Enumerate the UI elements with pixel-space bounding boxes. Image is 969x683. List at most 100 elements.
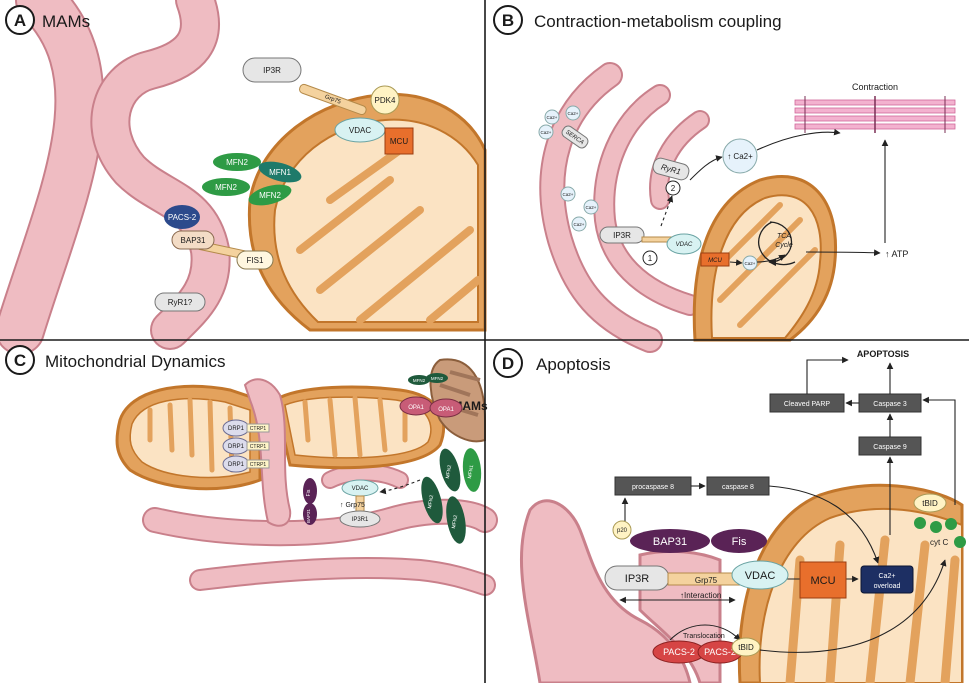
contraction-label: Contraction (852, 82, 898, 92)
svg-text:cyt C: cyt C (930, 538, 948, 547)
svg-text:DRP1: DRP1 (228, 426, 245, 432)
ca-matrix-b: Ca2+ (742, 255, 758, 271)
mitochondrion-b (692, 175, 838, 342)
arrows-d (619, 356, 956, 653)
panel-a-header: A MAMs (5, 5, 90, 35)
svg-text:BAP31: BAP31 (306, 509, 311, 524)
svg-text:MCU: MCU (390, 137, 408, 146)
svg-text:PDK4: PDK4 (375, 96, 396, 105)
svg-text:Cycle: Cycle (775, 242, 793, 249)
svg-text:OPA1: OPA1 (408, 405, 424, 411)
svg-text:2: 2 (671, 184, 676, 193)
svg-text:IP3R: IP3R (625, 573, 650, 585)
bap31-d: BAP31 Fis (630, 529, 767, 553)
svg-text:1: 1 (648, 254, 653, 263)
svg-text:VDAC: VDAC (745, 570, 776, 582)
svg-text:CTRP1: CTRP1 (250, 462, 267, 468)
vdac-a: VDAC (334, 117, 386, 143)
svg-text:DRP1: DRP1 (228, 462, 245, 468)
grp75-a: Grp75 (299, 83, 367, 116)
bap31-fis1-a: BAP31 FIS1 (171, 230, 274, 270)
svg-text:PACS-2: PACS-2 (663, 647, 695, 657)
svg-text:Caspase 9: Caspase 9 (873, 444, 907, 451)
svg-text:Ca2+: Ca2+ (547, 115, 558, 120)
ryr1-b: RyR1 (652, 157, 690, 181)
svg-text:A: A (14, 11, 26, 30)
svg-text:Cleaved PARP: Cleaved PARP (784, 401, 831, 408)
panel-c-header: C Mitochondrial Dynamics (5, 345, 225, 375)
svg-text:Ca2+: Ca2+ (586, 205, 597, 210)
mcu-a: MCU (384, 127, 414, 155)
vdac-c: VDAC ↑ Grp75 IP3R1 (339, 479, 381, 528)
opa1-c: OPA1 OPA1 (399, 396, 463, 418)
er-tubules-a (0, 0, 231, 355)
svg-text:MAMs: MAMs (42, 12, 90, 31)
svg-text:BAP31: BAP31 (653, 536, 687, 548)
svg-text:Ca2+: Ca2+ (879, 573, 896, 580)
step-1: 1 (642, 250, 658, 266)
svg-text:MFN2: MFN2 (445, 464, 453, 479)
p20-d: p20 (612, 520, 632, 540)
panel-c: DRP1 DRP1 DRP1 CTRP1 CTRP1 CTRP1 MAMs MF… (115, 358, 498, 596)
pacs2-a: PACS-2 (164, 205, 200, 229)
svg-text:Ca2+: Ca2+ (568, 111, 579, 116)
svg-text:OPA1: OPA1 (438, 407, 454, 413)
svg-text:D: D (502, 354, 514, 373)
svg-text:MFN2: MFN2 (451, 514, 459, 529)
svg-text:TCA: TCA (777, 233, 791, 240)
svg-text:VDAC: VDAC (349, 126, 371, 135)
svg-text:Apoptosis: Apoptosis (536, 355, 611, 374)
translocation-label: Translocation (683, 633, 725, 640)
ip3r-b: IP3R (599, 226, 673, 244)
svg-text:Grp75: Grp75 (324, 94, 342, 106)
mitochondrion-c-left (115, 384, 262, 491)
svg-text:VDAC: VDAC (676, 242, 693, 248)
panel-b: Contraction Ca2+ Ca2+ Ca2+ Ca2+ Ca2+ Ca2… (538, 62, 956, 353)
tbid-top: tBID (913, 493, 947, 513)
svg-text:p20: p20 (617, 528, 628, 534)
atp-b: ↑ ATP (885, 249, 908, 259)
svg-text:PACS-2: PACS-2 (168, 213, 197, 222)
mfn-complex-a: MFN2 MFN1 MFN2 MFN2 (202, 153, 302, 206)
mcu-d: MCU (799, 561, 847, 599)
ip3r-a: IP3R (242, 57, 302, 83)
svg-text:Ca2+: Ca2+ (745, 261, 756, 266)
svg-text:Mitochondrial Dynamics: Mitochondrial Dynamics (45, 352, 225, 371)
ca-ions-b: Ca2+ Ca2+ Ca2+ Ca2+ Ca2+ Ca2+ (538, 105, 599, 232)
svg-text:MFN2: MFN2 (427, 494, 435, 509)
svg-text:MFN2: MFN2 (259, 191, 281, 200)
svg-text:caspase 8: caspase 8 (722, 484, 754, 491)
svg-text:RyR1?: RyR1? (168, 298, 193, 307)
svg-text:BAP31: BAP31 (181, 236, 206, 245)
svg-text:Ca2+: Ca2+ (541, 130, 552, 135)
svg-text:Caspase 3: Caspase 3 (873, 401, 907, 408)
pacs2-d: PACS-2 PACS-2 tBID (652, 637, 761, 664)
ca-up-b: ↑ Ca2+ (722, 138, 758, 174)
mfn-small-c: MFN2 MFN2 (408, 373, 448, 385)
svg-text:Grp75: Grp75 (695, 576, 718, 585)
svg-text:C: C (14, 351, 26, 370)
step-2: 2 (665, 180, 681, 196)
svg-text:↑ Ca2+: ↑ Ca2+ (727, 152, 753, 161)
arrows-b (660, 128, 889, 266)
svg-text:MFN2: MFN2 (226, 158, 248, 167)
arrow-c (379, 479, 421, 495)
svg-text:↑ Grp75: ↑ Grp75 (340, 502, 365, 509)
svg-text:Fis: Fis (732, 536, 747, 548)
svg-text:MFN2: MFN2 (413, 378, 426, 383)
fis-bap31-c: Fis BAP31 (303, 478, 317, 525)
svg-text:MFN2: MFN2 (431, 376, 444, 381)
svg-text:↑ ATP: ↑ ATP (885, 249, 908, 259)
vdac-b: VDAC (666, 233, 702, 255)
svg-text:CTRP1: CTRP1 (250, 426, 267, 432)
ca-overload: Ca2+ overload (860, 565, 914, 594)
svg-text:Fis: Fis (306, 489, 312, 496)
mcu-b: MCU (700, 252, 730, 267)
mitochondrion-c-right (273, 385, 446, 470)
panel-d-header: D Apoptosis (493, 348, 611, 378)
panel-a: IP3R Grp75 VDAC PDK4 MCU MFN2 MFN1 MFN2 … (0, 0, 487, 355)
svg-text:Contraction-metabolism couplin: Contraction-metabolism coupling (534, 12, 782, 31)
